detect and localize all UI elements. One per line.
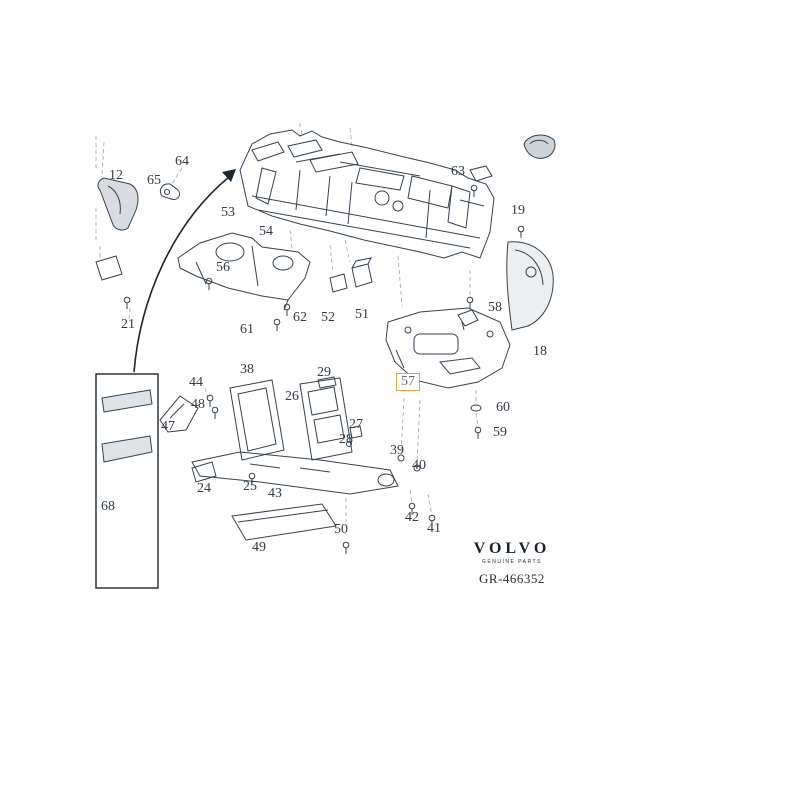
cap-part-top-right [523, 134, 556, 159]
volvo-logo: VOLVO [473, 540, 551, 557]
hook-part-64-65 [159, 183, 181, 200]
lower-trim-43 [191, 451, 399, 495]
trim-strip-49 [231, 503, 337, 541]
bracket-63 [469, 165, 493, 182]
branding-block: VOLVO GENUINE PARTS GR-466352 [462, 540, 562, 587]
bracket-52 [329, 273, 348, 293]
screw-42 [408, 502, 416, 516]
bracket-24 [191, 461, 217, 483]
bracket-left [95, 255, 123, 281]
screw-58 [466, 296, 474, 310]
glovebox-panel-57 [385, 307, 511, 389]
reference-arrow [133, 169, 236, 373]
clip-40 [413, 464, 421, 472]
screw-48 [211, 406, 219, 420]
screw-21 [123, 296, 131, 310]
center-panel-26-29 [299, 376, 353, 461]
corner-piece-47 [159, 395, 199, 433]
drawing-number: GR-466352 [479, 571, 545, 586]
screw-25 [248, 472, 256, 486]
screw-50 [342, 541, 350, 555]
bracket-51 [351, 257, 373, 288]
screw-61 [273, 318, 281, 332]
volvo-tagline: GENUINE PARTS [482, 559, 542, 565]
detail-box-68 [95, 373, 159, 589]
bracket-assembly-53-54 [177, 232, 311, 311]
screw-59 [474, 426, 482, 440]
side-trim-12 [97, 177, 139, 231]
dashboard-carrier-assembly [239, 129, 495, 259]
screw-41 [428, 514, 436, 528]
screw-62 [283, 303, 291, 317]
washer-60 [470, 404, 482, 412]
center-display-bezel-38 [229, 379, 285, 461]
screw-19 [517, 225, 525, 239]
clip-39 [397, 454, 405, 462]
small-parts-27-28 [346, 425, 363, 447]
side-panel-18 [506, 241, 554, 331]
screw-63 [470, 184, 478, 198]
